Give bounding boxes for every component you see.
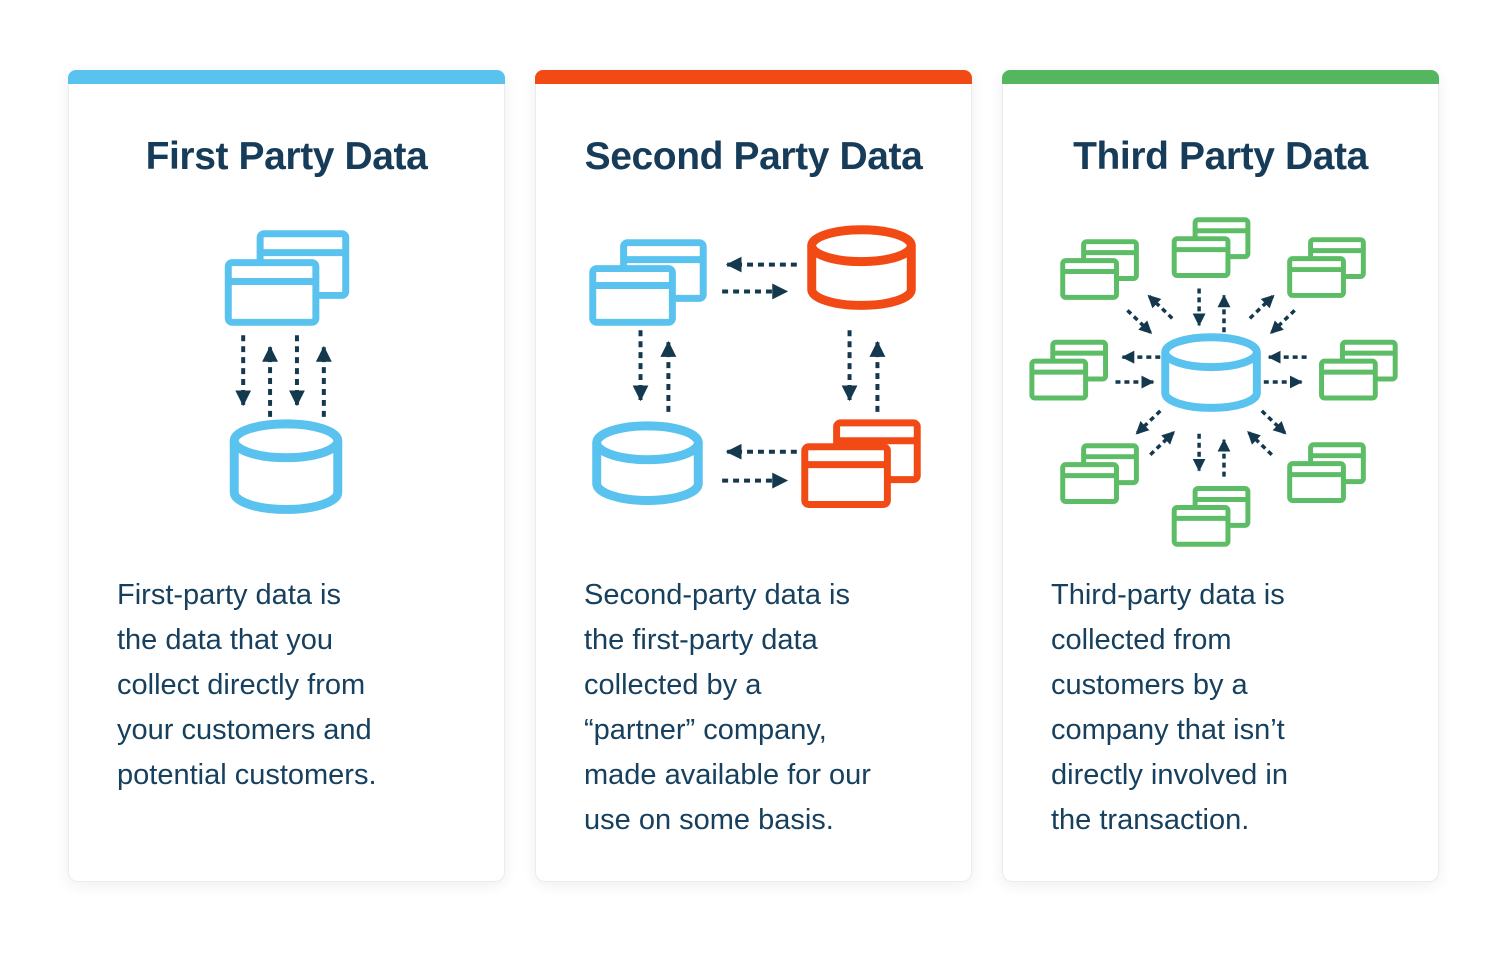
card-description-second-party: Second-party data is the first-party dat… — [584, 579, 871, 836]
accent-bar-first-party — [68, 70, 505, 84]
card-title-second-party: Second Party Data — [584, 135, 923, 178]
browser-windows-icon-top-right — [1290, 240, 1364, 296]
browser-windows-icon — [224, 230, 350, 326]
card-description-first-party: First-party data is the data that you co… — [117, 579, 377, 791]
accent-bar-third-party — [1002, 70, 1439, 84]
first-party-diagram — [69, 215, 504, 565]
horizontal-exchange-arrows-top — [722, 256, 797, 300]
partner-browser-windows-icon — [801, 419, 921, 508]
horizontal-exchange-arrows-bottom — [722, 443, 797, 489]
third-party-diagram — [1003, 215, 1438, 565]
card-first-party: First Party Data — [68, 70, 505, 882]
database-icon — [229, 419, 343, 514]
accent-bar-second-party — [535, 70, 972, 84]
partner-database-icon — [807, 225, 916, 310]
browser-windows-icon-bottom — [1174, 489, 1248, 545]
browser-windows-icon-right — [1322, 342, 1396, 398]
card-third-party: Third Party Data — [1002, 70, 1439, 882]
two-way-sync-arrows — [235, 335, 332, 417]
browser-windows-icon-bottom-left — [1063, 446, 1137, 502]
browser-windows-icon-top-left — [1063, 242, 1137, 298]
card-second-party: Second Party Data — [535, 70, 972, 882]
radial-exchange-arrows — [1115, 288, 1307, 477]
card-title-first-party: First Party Data — [145, 135, 428, 178]
second-party-diagram — [536, 215, 971, 565]
browser-windows-icon-bottom-right — [1290, 445, 1364, 501]
browser-windows-icon — [589, 239, 707, 326]
vertical-sync-arrows-left — [632, 330, 677, 412]
card-description-third-party: Third-party data is collected from custo… — [1051, 579, 1288, 836]
card-row: First Party Data — [68, 70, 1439, 882]
browser-windows-icon-top — [1174, 220, 1248, 276]
card-title-third-party: Third Party Data — [1073, 135, 1368, 178]
vertical-sync-arrows-right — [841, 330, 886, 412]
central-database-icon — [1161, 333, 1261, 412]
browser-windows-icon-left — [1032, 342, 1106, 398]
database-icon — [592, 421, 703, 505]
